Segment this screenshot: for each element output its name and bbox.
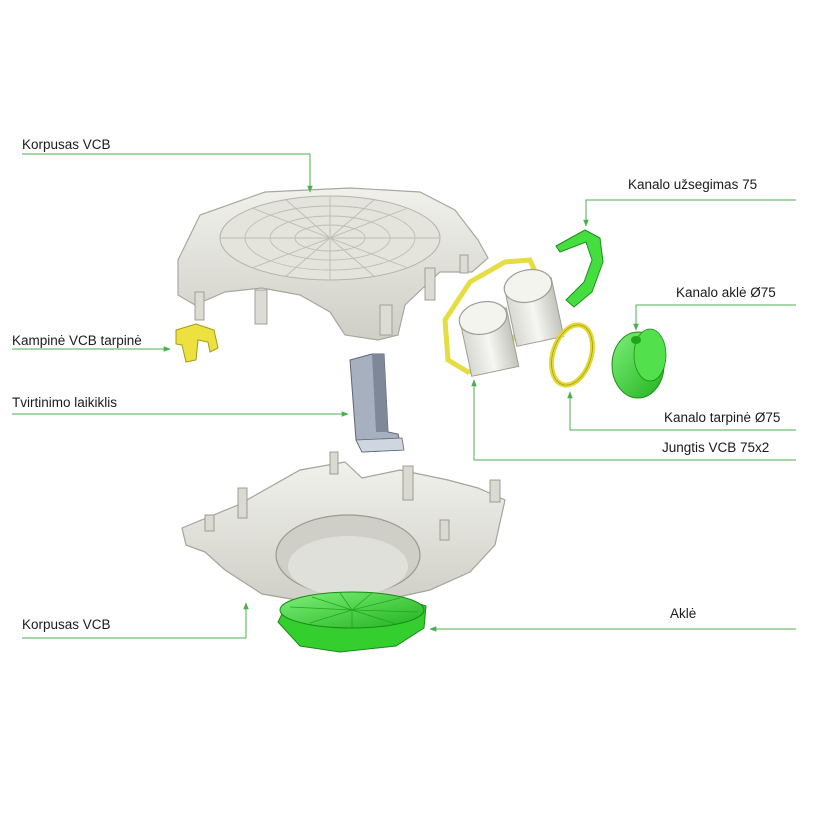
label-tvirtinimo-laikiklis: Tvirtinimo laikiklis	[12, 395, 118, 410]
leader-kanalo-tarpine	[567, 391, 796, 431]
label-kanalo-akle: Kanalo aklė Ø75	[676, 285, 776, 300]
label-korpusas-top: Korpusas VCB	[22, 137, 111, 152]
leader-lines	[12, 153, 796, 639]
label-kanalo-tarpine: Kanalo tarpinė Ø75	[664, 410, 781, 425]
duct-cap	[611, 328, 667, 399]
leader-korpusas-bottom	[22, 602, 249, 639]
bottom-cap	[277, 591, 427, 653]
duct-gasket	[549, 322, 595, 388]
label-kampine-tarpine: Kampinė VCB tarpinė	[12, 333, 142, 348]
leader-kanalo-uzsegimas	[583, 199, 796, 227]
corner-gasket	[175, 323, 219, 363]
top-housing	[177, 187, 489, 341]
label-jungtis: Jungtis VCB 75x2	[662, 440, 770, 455]
leader-jungtis	[471, 379, 796, 461]
label-korpusas-bottom: Korpusas VCB	[22, 617, 111, 632]
mounting-bracket	[349, 353, 405, 453]
leader-korpusas-top	[22, 153, 313, 193]
duct-clip	[555, 229, 604, 308]
label-akle: Aklė	[670, 606, 697, 621]
bottom-housing	[181, 451, 506, 605]
label-kanalo-uzsegimas: Kanalo užsegimas 75	[628, 177, 758, 192]
leader-kanalo-akle	[633, 304, 796, 331]
connector-75x2	[442, 257, 565, 377]
